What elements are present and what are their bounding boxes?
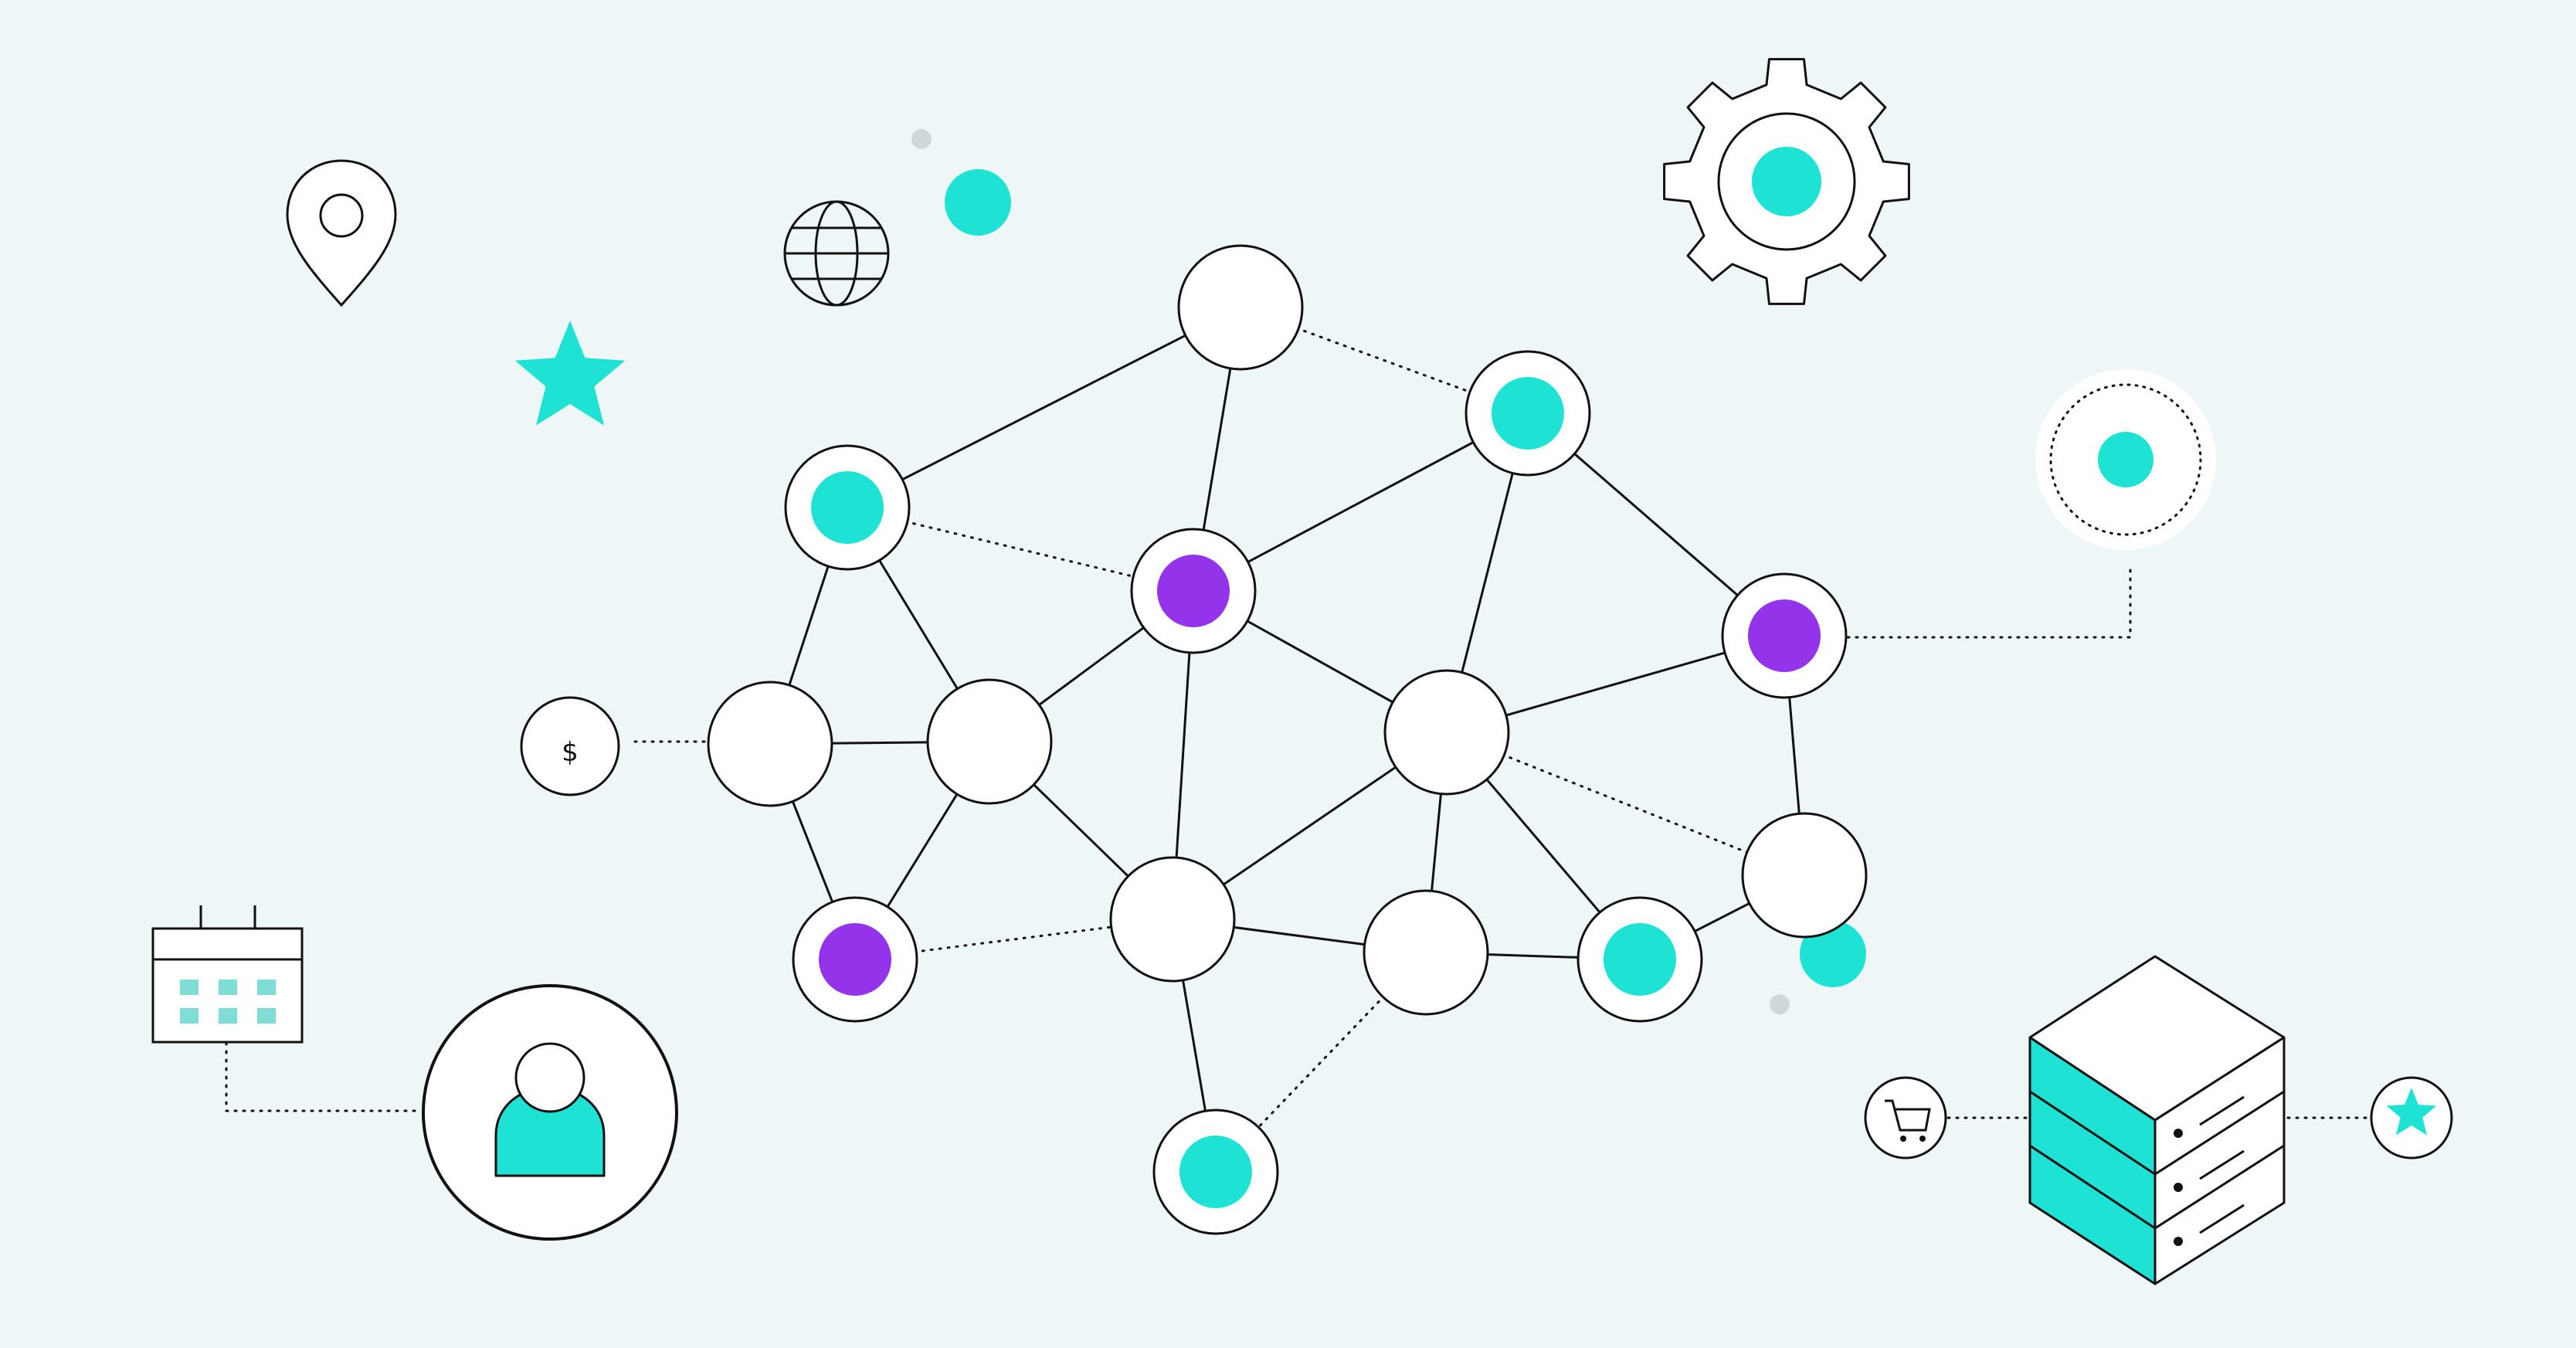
node-core-teal (1604, 923, 1676, 996)
node-core-teal (1492, 377, 1564, 450)
network-node-plain (1741, 812, 1868, 939)
icon-connectors (225, 566, 2371, 1119)
network-node-plain (1177, 244, 1304, 371)
network-nodes (707, 244, 1868, 1235)
user-icon (422, 984, 678, 1241)
node-core-teal (1179, 1136, 1252, 1208)
calendar-icon (151, 905, 304, 1044)
target-connector (1846, 566, 2132, 639)
network-node-teal (1152, 1109, 1279, 1235)
calendar-connector (225, 1041, 423, 1112)
node-core-purple (819, 923, 891, 996)
node-ring (1109, 856, 1236, 983)
node-core-purple (1157, 555, 1230, 627)
node-ring (1177, 244, 1304, 371)
node-core-teal (811, 471, 884, 544)
server-stack-icon (2028, 955, 2286, 1285)
grey-dot (911, 129, 932, 149)
star-badge-icon (2370, 1076, 2453, 1160)
target-icon (2035, 369, 2216, 550)
network-node-teal (784, 444, 911, 571)
network-node-purple (792, 896, 918, 1023)
teal-dot (1800, 921, 1866, 987)
network-node-plain (1383, 669, 1510, 796)
location-pin-icon (286, 159, 397, 307)
cart-icon (1864, 1076, 1947, 1160)
network-node-teal (1576, 896, 1703, 1023)
node-ring (1383, 669, 1510, 796)
decorative-dots (911, 129, 1866, 1014)
network-node-plain (707, 681, 833, 807)
network-edge (1193, 412, 1529, 593)
star-icon (514, 321, 626, 426)
network-node-plain (1363, 889, 1489, 1016)
teal-dot (945, 169, 1011, 236)
node-ring (926, 678, 1053, 805)
currency-symbol: $ (562, 737, 579, 768)
dollar-icon: $ (520, 696, 620, 796)
node-ring (1363, 889, 1489, 1016)
network-node-plain (926, 678, 1053, 805)
grey-dot (1770, 994, 1790, 1014)
gear-icon (1663, 58, 1910, 305)
node-ring (707, 681, 833, 807)
node-core-purple (1748, 599, 1821, 672)
network-node-plain (1109, 856, 1236, 983)
node-ring (1741, 812, 1868, 939)
network-node-purple (1130, 528, 1257, 654)
network-edge (847, 306, 1241, 509)
network-node-purple (1721, 572, 1848, 699)
globe-icon (783, 200, 890, 307)
network-node-teal (1464, 350, 1591, 477)
